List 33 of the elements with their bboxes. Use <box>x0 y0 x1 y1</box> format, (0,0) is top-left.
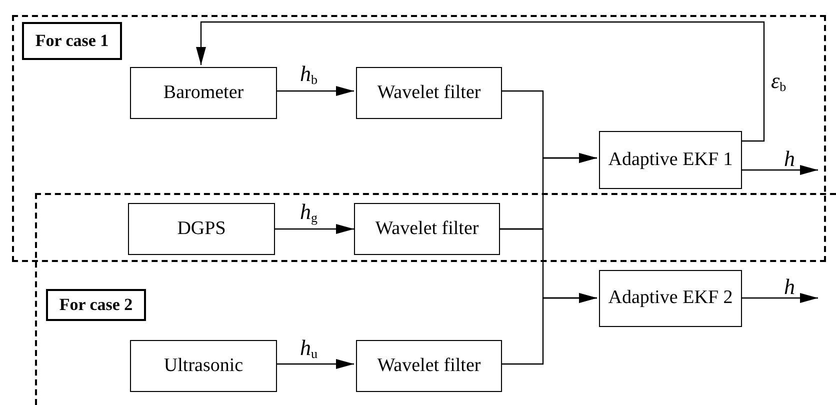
box-label: Wavelet filter <box>377 80 481 105</box>
box-label: Ultrasonic <box>164 354 244 378</box>
arrow <box>275 359 354 369</box>
edge-label: ε$_{b}$ <box>771 70 786 92</box>
edge-label: h$_{g}$ <box>300 201 318 223</box>
arrow <box>275 224 354 234</box>
edge-label: h <box>784 276 795 298</box>
process-box <box>128 203 275 255</box>
case-label: For case 1 <box>35 30 109 52</box>
box-label: Wavelet filter <box>377 354 481 378</box>
box-label: Adaptive EKF 1 <box>608 148 733 172</box>
process-box <box>599 270 742 327</box>
process-box <box>356 340 502 392</box>
edge-label: h$_{u}$ <box>300 337 318 359</box>
arrow <box>740 293 818 303</box>
label-box <box>22 22 122 60</box>
process-box <box>354 203 500 255</box>
process-box <box>130 340 277 392</box>
process-box <box>356 67 502 119</box>
box-label: Barometer <box>163 80 244 105</box>
process-box <box>130 67 277 119</box>
case-label: For case 2 <box>59 294 133 316</box>
edge-label: h$_{b}$ <box>300 63 318 85</box>
box-label: Wavelet filter <box>375 216 479 241</box>
label-box <box>46 289 146 321</box>
arrow <box>500 293 597 365</box>
arrow <box>740 165 818 175</box>
box-label: Adaptive EKF 2 <box>608 286 733 310</box>
arrow <box>275 86 354 96</box>
box-label: DGPS <box>177 216 226 241</box>
edge-label: h <box>784 148 795 170</box>
arrow <box>196 21 765 142</box>
process-box <box>599 131 742 189</box>
